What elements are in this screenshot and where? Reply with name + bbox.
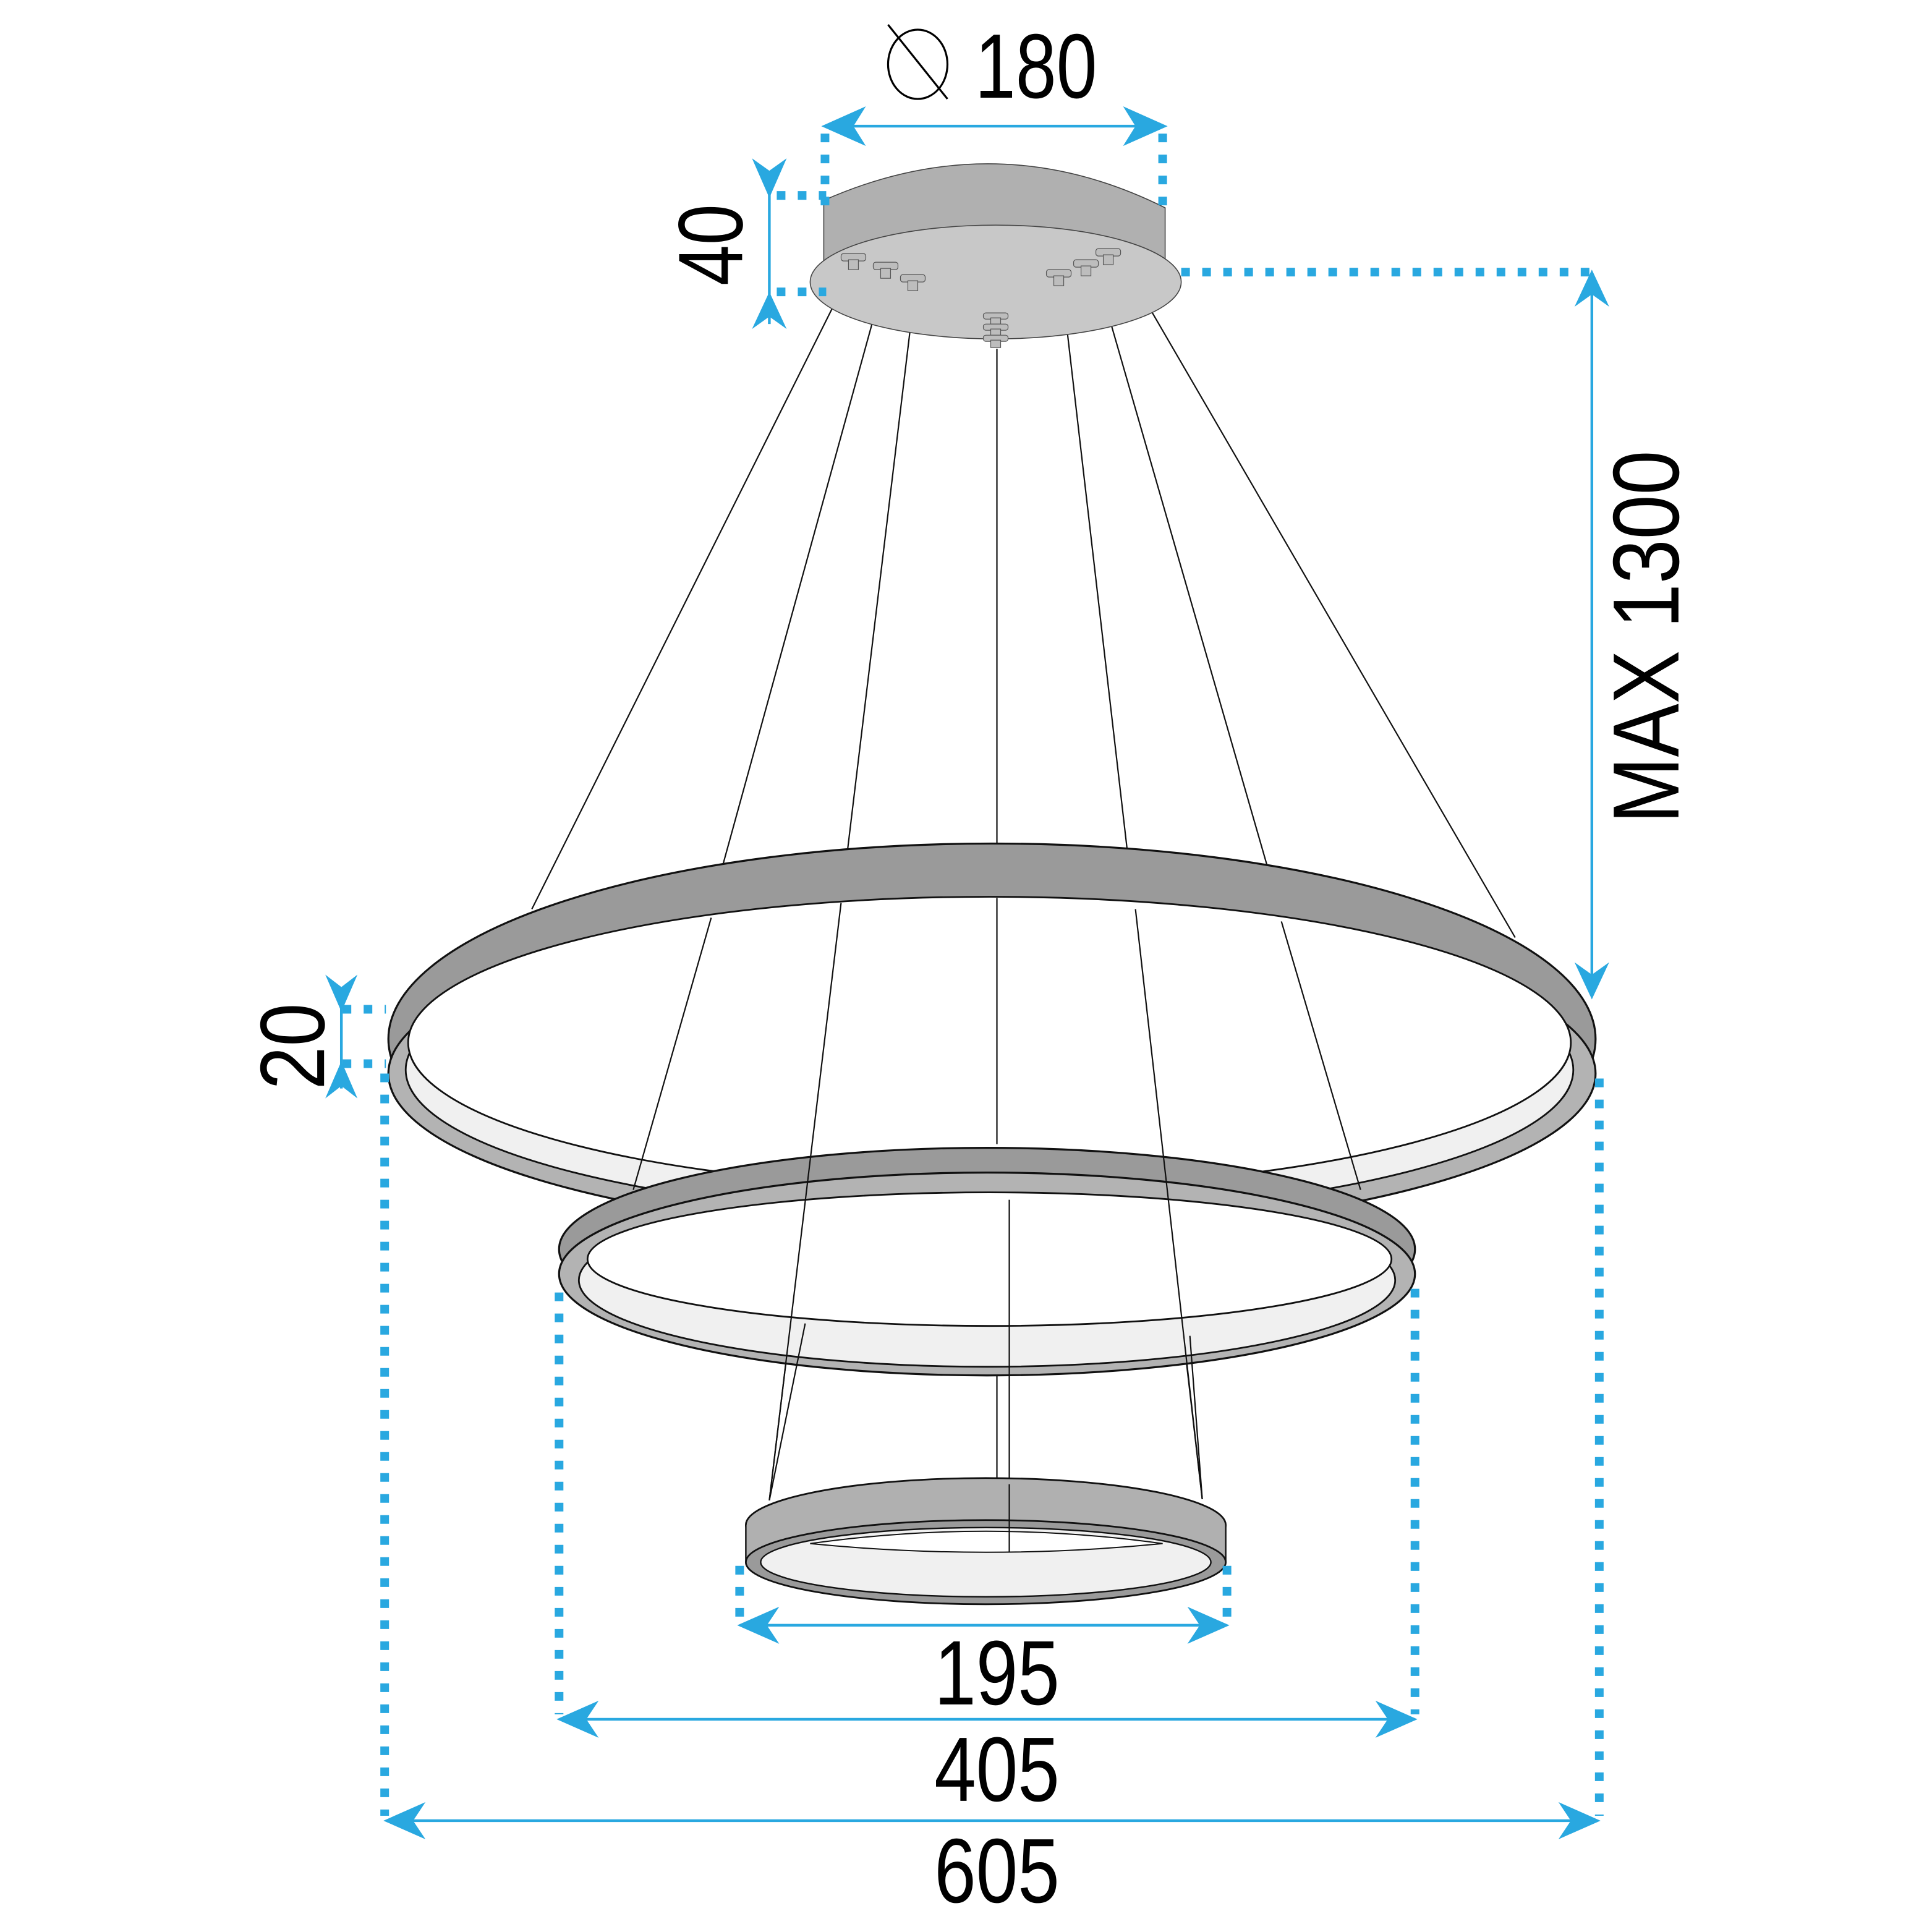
large-ring-diameter-label: 605: [934, 1819, 1060, 1921]
arrow-left-icon: [821, 106, 866, 147]
arrow-up-icon: [1574, 270, 1609, 307]
arrow-left-icon: [556, 1700, 599, 1738]
arrow-left-icon: [737, 1606, 780, 1644]
arrow-left-icon: [383, 1802, 426, 1839]
wire-mount-icons: [840, 248, 1121, 348]
canopy-diameter-label: 180: [975, 16, 1097, 118]
canopy-height-label: 40: [660, 204, 762, 286]
dimension-medium-ring: 405: [555, 1288, 1419, 1821]
arrow-down-icon: [752, 158, 787, 198]
dimension-large-ring: 605: [380, 1073, 1604, 1922]
medium-ring-diameter-label: 405: [934, 1717, 1060, 1820]
ring-height-label: 20: [242, 1003, 344, 1090]
max-height-label: MAX 1300: [1593, 451, 1698, 823]
dimension-canopy-diameter: 180: [820, 16, 1168, 208]
dimension-small-ring: 195: [735, 1565, 1232, 1724]
dimension-canopy-height: 40: [660, 158, 827, 330]
dimension-ring-height: 20: [242, 974, 386, 1099]
canopy: [809, 163, 1182, 348]
small-ring-diameter-label: 195: [934, 1621, 1060, 1724]
arrow-right-icon: [1123, 106, 1168, 147]
medium-ring: [558, 1146, 1416, 1377]
diameter-symbol-icon: [887, 24, 949, 100]
arrow-down-icon: [325, 974, 358, 1012]
arrow-right-icon: [1187, 1606, 1230, 1644]
small-ring: [744, 1477, 1227, 1606]
arrow-right-icon: [1375, 1700, 1418, 1738]
arrow-right-icon: [1558, 1802, 1601, 1839]
dimension-max-height: MAX 1300: [1181, 268, 1698, 1000]
arrow-up-icon: [325, 1061, 358, 1099]
arrow-up-icon: [752, 292, 787, 330]
arrow-down-icon: [1574, 962, 1609, 1000]
suspension-wires-lower: [632, 898, 1361, 1500]
